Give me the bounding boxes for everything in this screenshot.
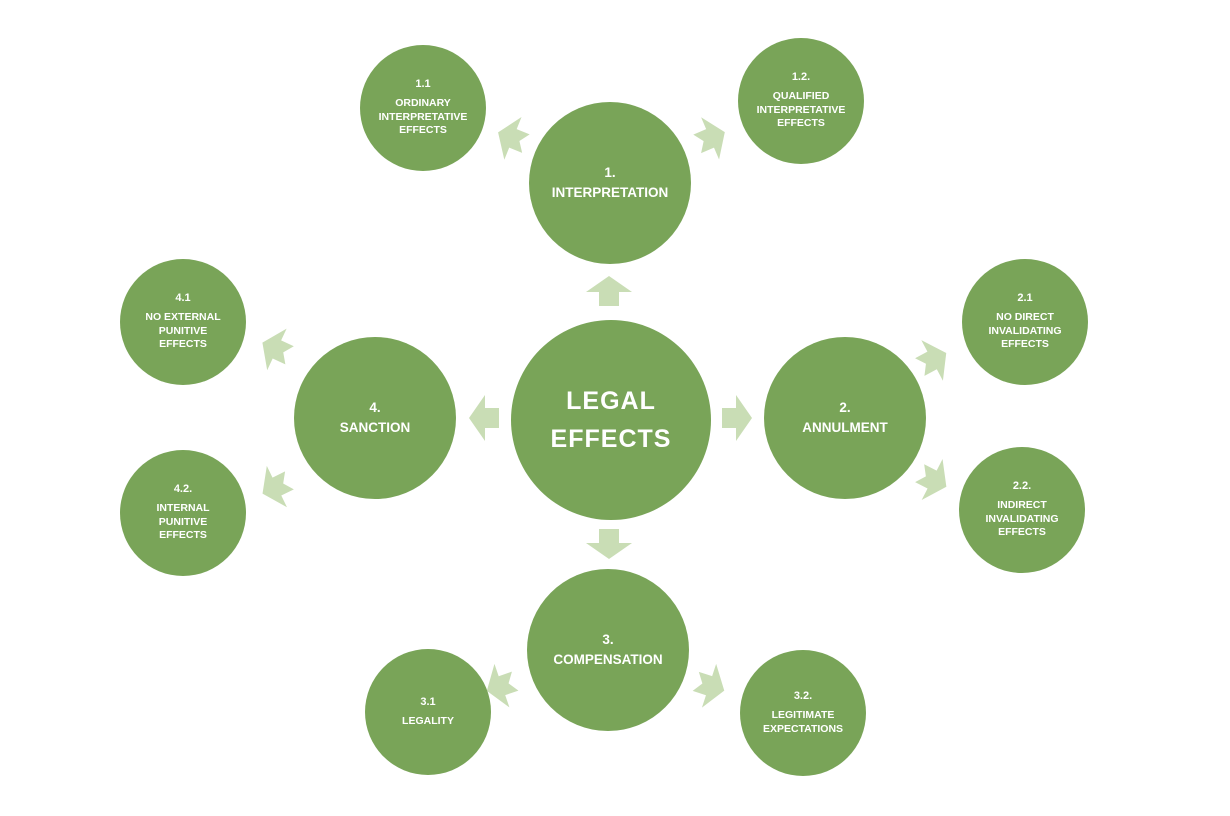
- node-annulment: 2. ANNULMENT: [764, 337, 926, 499]
- subnode-4-1-no-external-punitive-effects: 4.1 NO EXTERNAL PUNITIVE EFFECTS: [120, 259, 246, 385]
- subnode-4-2-internal-punitive-effects: 4.2. INTERNAL PUNITIVE EFFECTS: [120, 450, 246, 576]
- subnode-label: QUALIFIED INTERPRETATIVE EFFECTS: [756, 90, 846, 130]
- arrow-center-to-sanction: [469, 395, 499, 441]
- arrow-center-to-compensation: [586, 529, 632, 559]
- arrow-center-to-interpretation: [586, 276, 632, 306]
- subnode-number: 1.1: [415, 77, 431, 90]
- subnode-label: NO EXTERNAL PUNITIVE EFFECTS: [145, 311, 221, 351]
- subnode-1-1-ordinary-interpretative-effects: 1.1 ORDINARY INTERPRETATIVE EFFECTS: [360, 45, 486, 171]
- arrow-annulment-to-2-2: [915, 459, 947, 501]
- subnode-label: ORDINARY INTERPRETATIVE EFFECTS: [378, 97, 468, 137]
- node-label: ANNULMENT: [802, 420, 888, 435]
- arrow-annulment-to-2-1: [915, 340, 947, 381]
- subnode-number: 3.1: [420, 695, 436, 708]
- node-sanction: 4. SANCTION: [294, 337, 456, 499]
- center-node-label-line2: EFFECTS: [550, 425, 672, 453]
- node-label: SANCTION: [339, 420, 411, 435]
- subnode-2-2-indirect-invalidating-effects: 2.2. INDIRECT INVALIDATING EFFECTS: [959, 447, 1085, 573]
- arrow-sanction-to-4-1: [262, 328, 294, 371]
- center-node-label-line1: LEGAL: [566, 387, 656, 415]
- node-label: INTERPRETATION: [551, 185, 669, 200]
- node-number: 3.: [602, 632, 614, 648]
- subnode-number: 1.2.: [791, 70, 811, 83]
- node-compensation: 3. COMPENSATION: [527, 569, 689, 731]
- node-number: 4.: [369, 400, 381, 416]
- subnode-label: INDIRECT INVALIDATING EFFECTS: [985, 499, 1059, 539]
- arrow-center-to-annulment: [722, 395, 752, 441]
- subnode-label: NO DIRECT INVALIDATING EFFECTS: [988, 311, 1062, 351]
- subnode-number: 3.2.: [793, 689, 813, 702]
- subnode-number: 4.1: [175, 291, 191, 304]
- subnode-number: 2.1: [1017, 291, 1033, 304]
- subnode-number: 2.2.: [1012, 479, 1032, 492]
- subnode-number: 4.2.: [173, 482, 193, 495]
- node-number: 1.: [604, 165, 616, 181]
- arrow-compensation-to-3-1: [486, 663, 519, 708]
- subnode-2-1-no-direct-invalidating-effects: 2.1 NO DIRECT INVALIDATING EFFECTS: [962, 259, 1088, 385]
- node-interpretation: 1. INTERPRETATION: [529, 102, 691, 264]
- arrow-interpretation-to-1-1: [498, 117, 530, 160]
- arrow-sanction-to-4-2: [262, 465, 294, 508]
- center-node-legal-effects: LEGAL EFFECTS: [511, 320, 711, 520]
- subnode-3-2-legitimate-expectations: 3.2. LEGITIMATE EXPECTATIONS: [740, 650, 866, 776]
- subnode-label: LEGITIMATE EXPECTATIONS: [762, 708, 844, 735]
- subnode-label: INTERNAL PUNITIVE EFFECTS: [156, 502, 210, 542]
- subnode-1-2-qualified-interpretative-effects: 1.2. QUALIFIED INTERPRETATIVE EFFECTS: [738, 38, 864, 164]
- node-label: COMPENSATION: [553, 652, 663, 667]
- arrow-interpretation-to-1-2: [693, 117, 725, 160]
- arrow-compensation-to-3-2: [692, 663, 725, 708]
- node-number: 2.: [839, 400, 851, 416]
- subnode-label: LEGALITY: [402, 714, 454, 727]
- subnode-3-1-legality: 3.1 LEGALITY: [365, 649, 491, 775]
